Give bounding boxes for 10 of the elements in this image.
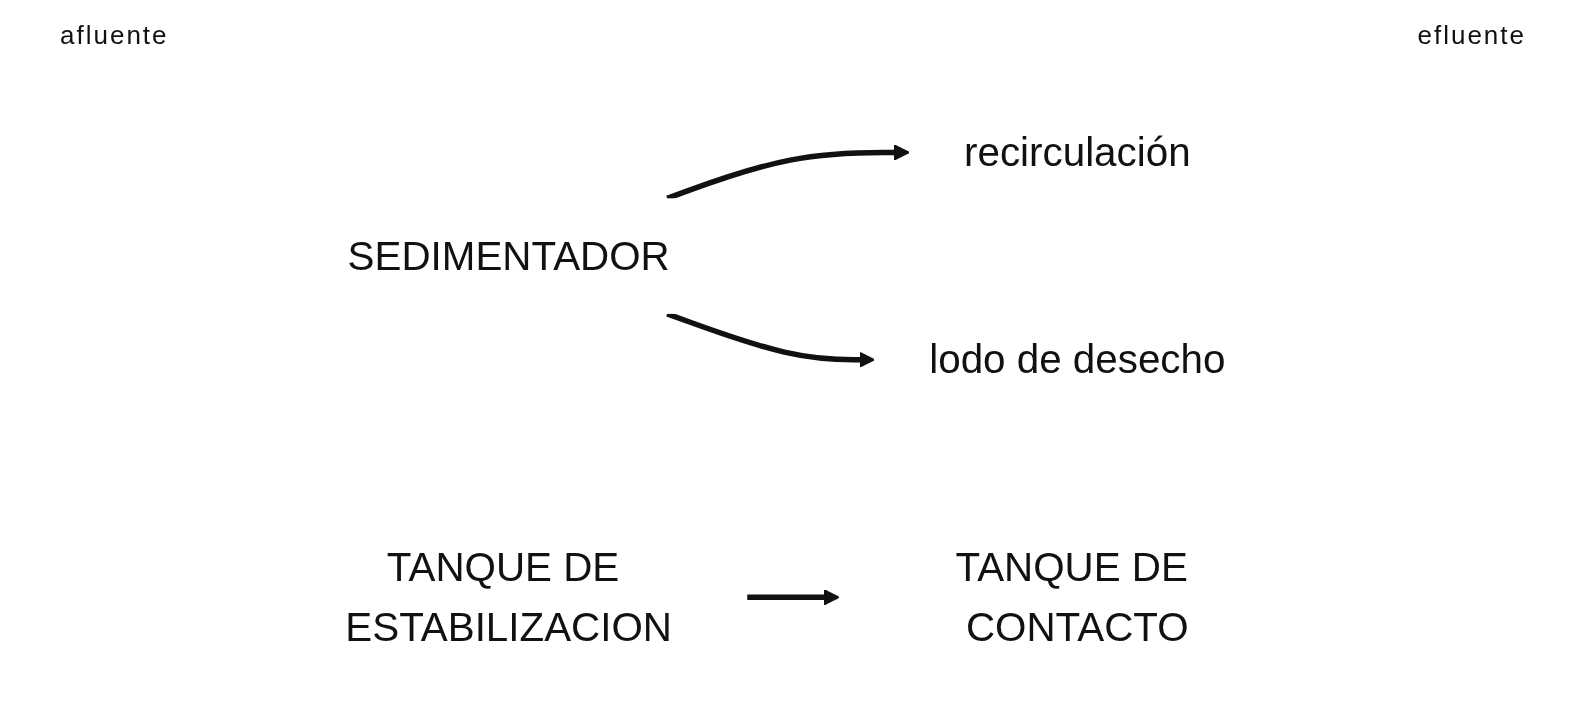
arrow (666, 144, 910, 201)
arrow (747, 589, 840, 606)
flow-label: afluente (60, 20, 169, 51)
node-text: lodo de desecho (929, 336, 1226, 383)
flow-label: efluente (1417, 20, 1526, 51)
node-text: SEDIMENTADOR (347, 233, 670, 280)
node-text: TANQUE DE ESTABILIZACION (345, 544, 672, 651)
arrow (666, 311, 875, 368)
node-text: recirculación (964, 129, 1191, 176)
node-text: TANQUE DE CONTACTO (955, 544, 1189, 651)
